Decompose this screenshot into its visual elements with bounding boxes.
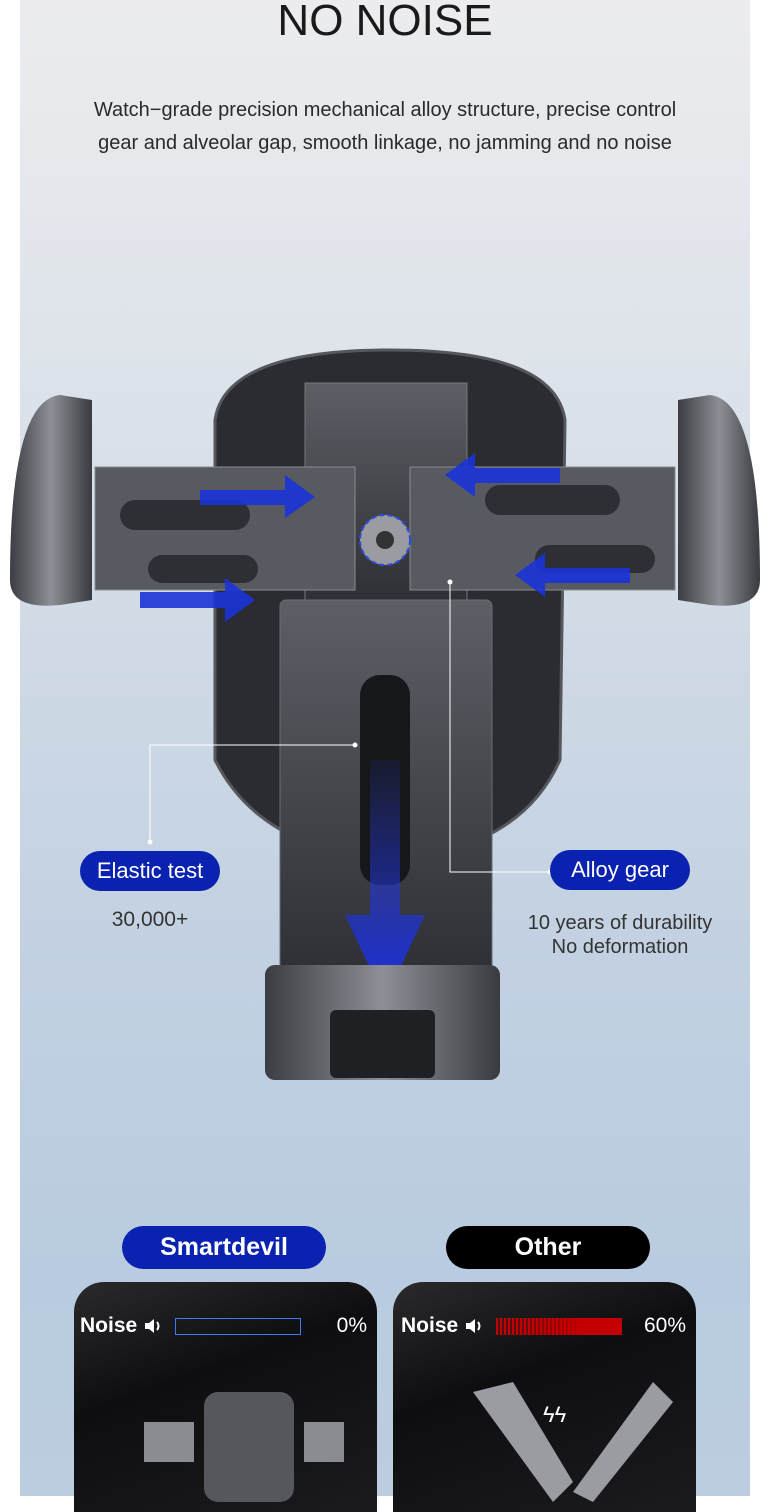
- holder-thumbnail: ϟϟ: [473, 1382, 673, 1502]
- noise-meter-row: Noise 0%: [80, 1314, 367, 1338]
- elastic-test-value: 30,000+: [111, 908, 189, 931]
- alloy-gear-badge: Alloy gear: [550, 850, 690, 890]
- noise-meter-row: Noise 60%: [401, 1314, 686, 1338]
- noise-meter: [175, 1317, 302, 1335]
- other-label: Other: [446, 1226, 650, 1269]
- svg-text:ϟϟ: ϟϟ: [543, 1402, 567, 1427]
- gear-note-line: No deformation: [551, 936, 689, 958]
- description: Watch−grade precision mechanical alloy s…: [0, 94, 770, 160]
- page-title: NO NOISE: [277, 0, 493, 45]
- speaker-icon: [466, 1319, 481, 1333]
- description-line: gear and alveolar gap, smooth linkage, n…: [98, 132, 672, 154]
- description-line: Watch−grade precision mechanical alloy s…: [93, 99, 677, 121]
- noise-percent: 0%: [336, 1314, 367, 1337]
- speaker-icon: [145, 1319, 160, 1333]
- noise-label: Noise: [80, 1314, 138, 1337]
- holder-thumbnail: [144, 1392, 344, 1502]
- other-card: Noise 60% ϟϟ: [393, 1282, 696, 1512]
- noise-percent: 60%: [643, 1314, 686, 1337]
- smartdevil-card: Noise 0%: [74, 1282, 377, 1512]
- gear-note-line: 10 years of durability: [527, 912, 713, 934]
- smartdevil-label: Smartdevil: [122, 1226, 326, 1269]
- phone-holder-image: [10, 348, 760, 1080]
- elastic-test-badge: Elastic test: [80, 851, 220, 891]
- alloy-gear-notes: 10 years of durability No deformation: [510, 911, 730, 959]
- noise-meter: [496, 1317, 623, 1335]
- noise-label: Noise: [401, 1314, 459, 1337]
